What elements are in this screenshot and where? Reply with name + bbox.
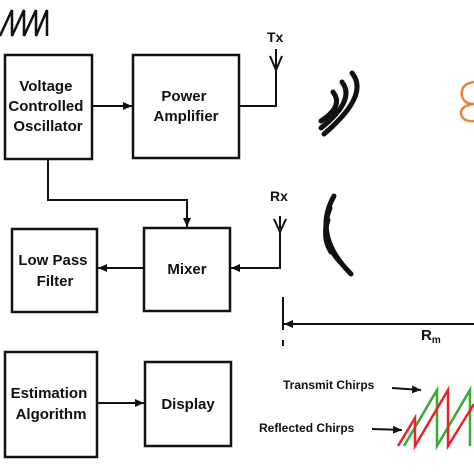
received-wave-arcs bbox=[323, 193, 354, 277]
estimation-algorithm-block: Estimation Algorithm bbox=[3, 350, 99, 459]
display-label: Display bbox=[161, 396, 215, 413]
low-pass-filter-label-line-2: Filter bbox=[37, 273, 74, 290]
vco-label-line-1: Voltage bbox=[19, 78, 72, 95]
rx-label: Rx bbox=[270, 188, 288, 204]
vco-label-line-3: Oscillator bbox=[13, 118, 82, 135]
tx-antenna-icon bbox=[269, 49, 283, 71]
mixer-label: Mixer bbox=[167, 261, 206, 278]
power-amplifier-label-line-1: Power bbox=[161, 88, 206, 105]
target-icon bbox=[459, 80, 474, 123]
sawtooth-waveform bbox=[0, 9, 49, 37]
svg-text:Power Amplifier: Power Amplifier bbox=[153, 88, 218, 125]
transmit-chirps-pointer bbox=[391, 385, 422, 394]
estimation-label-line-1: Estimation bbox=[11, 385, 88, 402]
mixer-block: Mixer bbox=[142, 226, 232, 313]
vco-to-mixer-arrow bbox=[47, 159, 191, 227]
vco-label-line-2: Controlled bbox=[8, 98, 83, 115]
transmit-chirps-label: Transmit Chirps bbox=[283, 378, 375, 392]
display-block: Display bbox=[143, 360, 233, 448]
reflected-chirps-pointer bbox=[371, 425, 403, 434]
transmitted-wave-arcs bbox=[318, 70, 360, 137]
rx-antenna-icon bbox=[273, 216, 287, 233]
vco-block: Voltage Controlled Oscillator bbox=[3, 53, 94, 161]
chirp-legend: Transmit Chirps Reflected Chirps bbox=[259, 378, 474, 451]
range-label: Rm bbox=[421, 327, 441, 346]
svg-text:Voltage Controlled: Voltage Controlled Oscillator bbox=[8, 78, 87, 135]
rx-to-mixer-arrow bbox=[231, 231, 281, 272]
low-pass-filter-block: Low Pass Filter bbox=[10, 227, 99, 314]
power-amplifier-label-line-2: Amplifier bbox=[153, 108, 218, 125]
power-amplifier-to-tx-wire bbox=[239, 67, 277, 107]
low-pass-filter-label-line-1: Low Pass bbox=[18, 252, 87, 269]
tx-label: Tx bbox=[267, 29, 284, 45]
reflected-chirp-signal bbox=[396, 385, 474, 451]
power-amplifier-block: Power Amplifier bbox=[131, 53, 241, 160]
reflected-chirps-label: Reflected Chirps bbox=[259, 421, 355, 435]
svg-text:Estimation Algorithm: Estimation Algorithm bbox=[11, 385, 92, 423]
svg-text:Low Pass Filter: Low Pass Filter bbox=[18, 252, 91, 290]
range-indicator bbox=[282, 297, 474, 346]
estimation-label-line-2: Algorithm bbox=[16, 406, 87, 423]
